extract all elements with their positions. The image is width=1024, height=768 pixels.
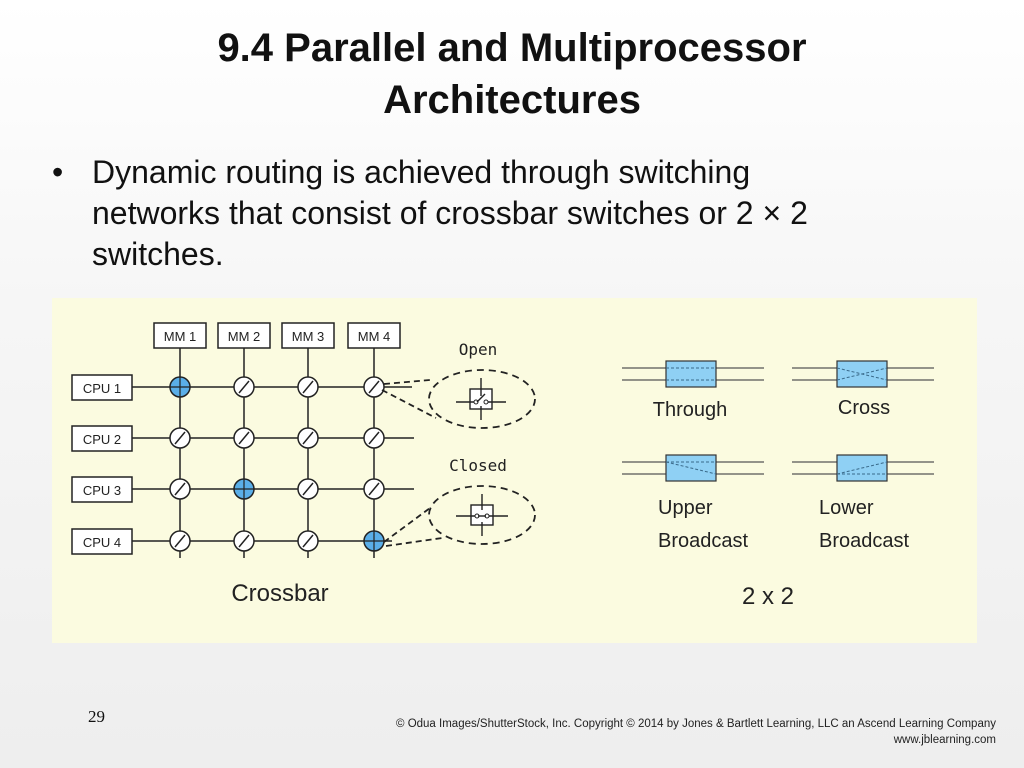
switch-open [363,427,385,449]
open-switch-callout: Open [381,340,536,429]
mm-box-2: MM 2 [217,322,271,349]
title-line-1: 9.4 Parallel and Multiprocessor [217,26,807,70]
mm-label-4: MM 4 [358,329,391,344]
bullet-item: • Dynamic routing is achieved through sw… [52,152,952,275]
switch-open [363,478,385,500]
page-number: 29 [88,707,105,726]
switch-open [233,376,255,398]
bullet-text: Dynamic routing is achieved through swit… [92,152,952,275]
cpu-box-3: CPU 3 [71,476,133,503]
cpu-box-1: CPU 1 [71,374,133,401]
bullet-line-3: switches. [92,236,224,272]
switch-open [297,376,319,398]
copyright-line-2: www.jblearning.com [893,734,996,746]
figure-svg: MM 1 MM 2 MM 3 MM 4 CP [71,322,934,610]
switch-state-lower-broadcast: Lower Broadcast [792,454,934,552]
switch-open [297,427,319,449]
bullet-line-2: networks that consist of crossbar switch… [92,195,808,231]
bullet-line-1: Dynamic routing is achieved through swit… [92,154,751,190]
switch-open [363,376,385,398]
cpu-label-3: CPU 3 [83,483,121,498]
cpu-label-4: CPU 4 [83,535,121,550]
switch-state-lower-label2: Broadcast [819,530,909,552]
cpu-label-1: CPU 1 [83,381,121,396]
slide-title: 9.4 Parallel and Multiprocessor Architec… [100,22,924,126]
switch-state-through: Through [622,360,764,421]
switch-state-upper-broadcast: Upper Broadcast [622,454,764,552]
switch-state-upper-label2: Broadcast [658,530,748,552]
mm-label-3: MM 3 [292,329,325,344]
cpu-box-2: CPU 2 [71,425,133,452]
open-label: Open [459,340,498,359]
mm-box-4: MM 4 [347,322,401,349]
mm-box-1: MM 1 [153,322,207,349]
switch-open [169,478,191,500]
twobytwo-caption: 2 x 2 [742,583,794,610]
switch-state-lower-label: Lower [819,497,874,519]
switch-open [169,530,191,552]
copyright-notice: © Odua Images/ShutterStock, Inc. Copyrig… [396,716,996,748]
switch-open [169,427,191,449]
title-line-2: Architectures [383,78,641,122]
switch-state-cross-label: Cross [838,397,890,419]
mm-label-2: MM 2 [228,329,261,344]
crossbar-switches [169,376,385,552]
switch-state-cross: Cross [792,360,934,419]
copyright-line-1: © Odua Images/ShutterStock, Inc. Copyrig… [396,718,996,730]
mm-label-1: MM 1 [164,329,197,344]
switch-closed [363,530,385,552]
mm-box-3: MM 3 [281,322,335,349]
switch-open [297,478,319,500]
switching-network-figure: MM 1 MM 2 MM 3 MM 4 CP [52,298,977,643]
cpu-label-2: CPU 2 [83,432,121,447]
cpu-boxes: CPU 1 CPU 2 CPU 3 CPU 4 [71,374,133,555]
switch-state-through-label: Through [653,399,728,421]
switch-closed [233,478,255,500]
switch-open [233,530,255,552]
closed-switch-callout: Closed [383,456,536,547]
switch-open [297,530,319,552]
switch-open [233,427,255,449]
switch-state-upper-label: Upper [658,497,713,519]
bullet-marker: • [52,154,64,190]
memory-modules: MM 1 MM 2 MM 3 MM 4 [153,322,401,349]
closed-label: Closed [449,456,507,475]
cpu-box-4: CPU 4 [71,528,133,555]
crossbar-caption: Crossbar [231,580,328,607]
switch-closed [169,376,191,398]
